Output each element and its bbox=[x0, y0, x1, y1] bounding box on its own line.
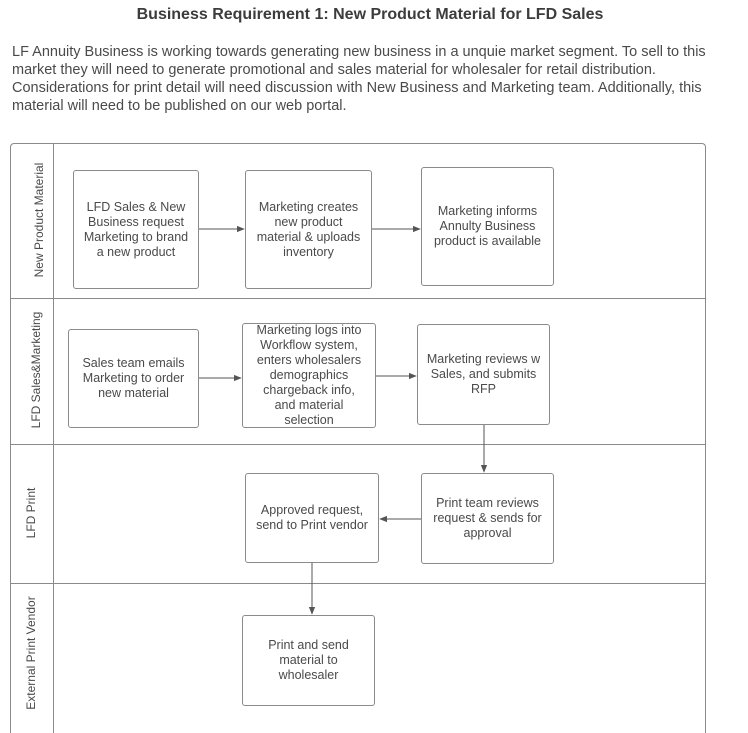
process-step-create-material: Marketing creates new product material &… bbox=[245, 170, 372, 289]
process-step-text: Marketing creates new product material &… bbox=[256, 199, 361, 259]
process-step-print-and-send: Print and send material to wholesaler bbox=[242, 615, 375, 706]
process-step-brand-request: LFD Sales & New Business request Marketi… bbox=[73, 170, 199, 289]
swimlane-diagram bbox=[10, 143, 706, 733]
process-step-approved-request: Approved request, send to Print vendor bbox=[245, 473, 379, 563]
page-title: Business Requirement 1: New Product Mate… bbox=[136, 6, 604, 23]
lane-label-column-divider bbox=[53, 144, 54, 733]
process-step-text: Sales team emails Marketing to order new… bbox=[82, 356, 185, 400]
process-step-workflow-entry: Marketing logs into Workflow system, ent… bbox=[242, 323, 376, 428]
process-step-text: LFD Sales & New Business request Marketi… bbox=[83, 199, 189, 259]
lane-divider bbox=[11, 298, 705, 299]
process-step-review-submit-rfp: Marketing reviews w Sales, and submits R… bbox=[417, 324, 550, 425]
process-step-text: Marketing logs into Workflow system, ent… bbox=[256, 323, 362, 427]
lane-divider bbox=[11, 444, 705, 445]
lane-divider bbox=[11, 583, 705, 584]
process-step-text: Print and send material to wholesaler bbox=[268, 638, 349, 682]
process-step-email-order: Sales team emails Marketing to order new… bbox=[68, 329, 199, 428]
process-step-print-review: Print team reviews request & sends for a… bbox=[421, 473, 554, 564]
process-step-inform-available: Marketing informs Annulty Business produ… bbox=[421, 167, 554, 286]
process-step-text: Approved request, send to Print vendor bbox=[256, 503, 368, 532]
process-step-text: Print team reviews request & sends for a… bbox=[433, 496, 542, 540]
process-step-text: Marketing reviews w Sales, and submits R… bbox=[426, 352, 541, 396]
requirement-description: LF Annuity Business is working towards g… bbox=[12, 44, 706, 114]
process-step-text: Marketing informs Annulty Business produ… bbox=[433, 204, 541, 248]
